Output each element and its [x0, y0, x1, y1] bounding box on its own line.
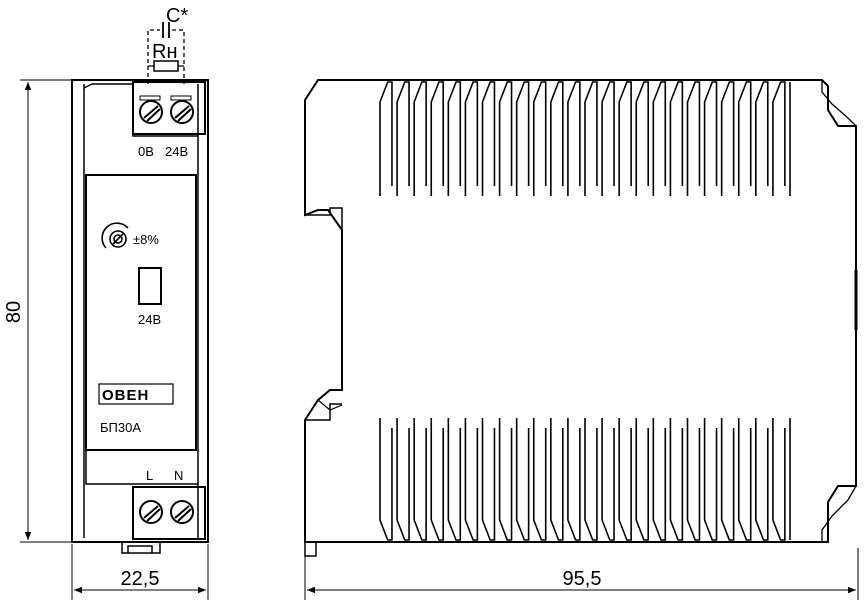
capacitor-label: C* — [166, 5, 188, 27]
brand-logo-frame — [98, 383, 174, 405]
cooling-fin — [652, 418, 667, 541]
load-circuit — [147, 22, 185, 84]
top-screws — [139, 95, 194, 124]
cooling-fin — [413, 418, 427, 541]
adjust-range-label: ±8% — [133, 232, 159, 247]
cooling-fin — [618, 418, 632, 541]
led-label: 24В — [138, 312, 161, 327]
cooling-fin — [755, 81, 769, 196]
cooling-fin — [601, 81, 615, 196]
cooling-fin — [498, 81, 513, 196]
bottom-terminal-recess — [85, 450, 198, 485]
cooling-fin — [481, 418, 496, 541]
cooling-fin — [515, 418, 530, 541]
adjust-potentiometer-icon — [101, 222, 129, 249]
cooling-fin — [703, 418, 718, 541]
cooling-fin — [669, 418, 684, 541]
terminal-label-n: N — [174, 468, 183, 483]
terminal-label-0v: 0В — [138, 144, 154, 159]
brand-logo-text: ОВЕН — [102, 387, 149, 404]
cooling-fin — [601, 418, 615, 541]
cooling-fin — [532, 81, 547, 196]
cooling-fin — [686, 81, 701, 196]
cooling-fin — [550, 418, 564, 541]
cooling-fin — [737, 81, 752, 196]
top-cooling-fins — [379, 81, 791, 196]
front-view — [71, 79, 209, 554]
cooling-fin — [635, 81, 650, 196]
cooling-fin — [430, 418, 445, 541]
led-indicator-icon — [138, 267, 162, 305]
cooling-fin — [618, 81, 632, 196]
model-label: БП30А — [100, 420, 141, 435]
resistor-symbol — [153, 60, 179, 72]
cooling-fin — [396, 81, 410, 196]
bottom-cooling-fins — [379, 418, 791, 541]
dimension-lines — [20, 79, 859, 600]
cooling-fin — [567, 81, 581, 196]
side-view — [304, 79, 858, 557]
cooling-fin — [567, 418, 581, 541]
cooling-fin — [635, 418, 650, 541]
bottom-terminal-block — [132, 486, 206, 540]
cooling-fin — [584, 418, 598, 541]
din-rail-notch — [305, 207, 343, 230]
cooling-fin — [703, 81, 718, 196]
height-dimension-label: 80 — [3, 301, 25, 323]
cooling-fin — [550, 81, 564, 196]
cooling-fin — [515, 81, 530, 196]
cooling-fin — [379, 418, 393, 541]
terminal-label-24v: 24В — [165, 144, 188, 159]
bottom-screws — [139, 500, 194, 524]
terminal-label-l: L — [146, 468, 153, 483]
front-body-outline — [71, 79, 209, 543]
cooling-fin — [413, 81, 427, 196]
cooling-fin — [464, 418, 479, 541]
cooling-fin — [498, 418, 513, 541]
cooling-fin — [686, 418, 701, 541]
din-clip — [121, 542, 161, 554]
cooling-fin — [720, 418, 735, 541]
cooling-fin — [481, 81, 496, 196]
cooling-fin — [772, 418, 786, 541]
side-width-dimension-label: 95,5 — [563, 568, 602, 590]
cooling-fin — [720, 81, 735, 196]
cooling-fin — [669, 81, 684, 196]
side-body-outline — [304, 79, 857, 543]
cooling-fin — [447, 81, 462, 196]
front-faceplate — [85, 174, 197, 451]
cooling-fin — [737, 418, 752, 541]
resistor-label: Rн — [152, 41, 178, 63]
cooling-fin — [430, 81, 445, 196]
front-width-dimension-label: 22,5 — [121, 568, 160, 590]
cooling-fin — [396, 418, 410, 541]
cooling-fin — [755, 418, 769, 541]
cooling-fin — [447, 418, 462, 541]
cooling-fin — [379, 81, 393, 196]
top-terminal-block — [132, 81, 206, 135]
cooling-fin — [532, 418, 547, 541]
cooling-fin — [464, 81, 479, 196]
cooling-fin — [584, 81, 598, 196]
cooling-fin — [652, 81, 667, 196]
cooling-fin — [772, 81, 786, 196]
